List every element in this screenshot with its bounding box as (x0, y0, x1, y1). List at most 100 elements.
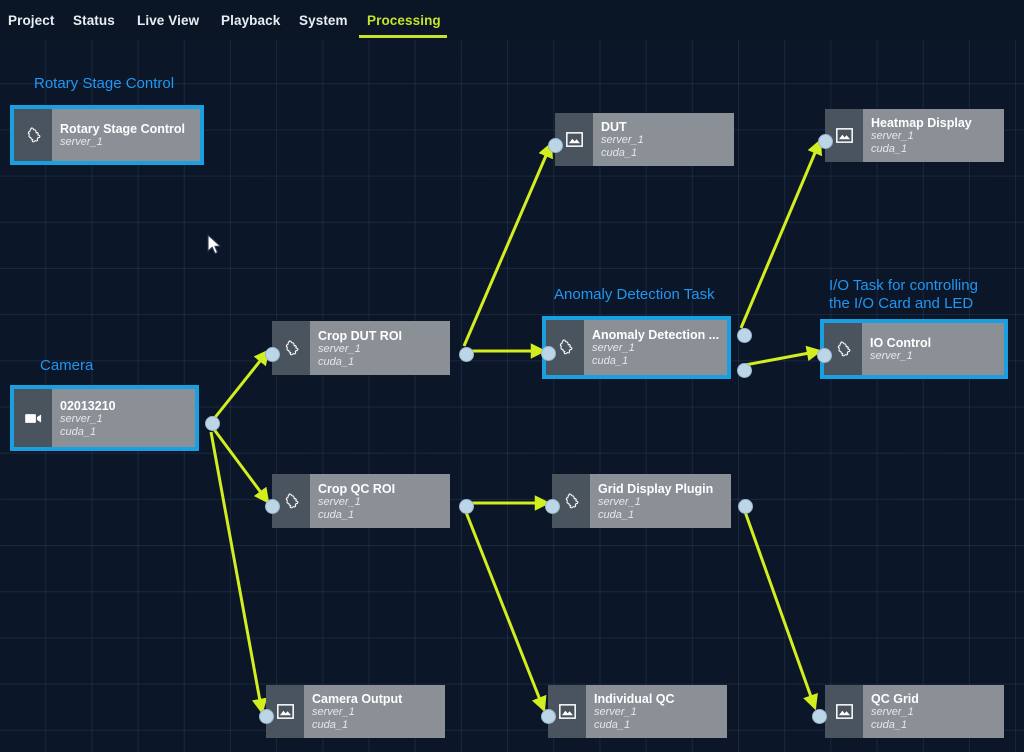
node-device-label: cuda_1 (318, 355, 355, 368)
node-title: 02013210 (60, 398, 116, 413)
node-server-label: server_1 (318, 495, 361, 508)
puzzle-icon (272, 321, 310, 375)
port-camera-output-in[interactable] (259, 709, 274, 724)
node-device-label: cuda_1 (60, 425, 97, 438)
node-title: QC Grid (871, 692, 919, 706)
edge-anomaly-to-io-control[interactable] (744, 345, 823, 367)
node-title: Crop DUT ROI (318, 328, 403, 343)
nav-item-system[interactable]: System (299, 12, 348, 28)
node-device-label: cuda_1 (598, 508, 635, 521)
port-crop-dut-in[interactable] (265, 347, 280, 362)
edge-anomaly-to-heatmap[interactable] (739, 138, 823, 329)
node-device-label: cuda_1 (601, 147, 638, 159)
annotation-io: I/O Task for controlling the I/O Card an… (829, 277, 978, 312)
port-individual-qc-in[interactable] (541, 709, 556, 724)
node-server-label: server_1 (871, 130, 914, 142)
port-anomaly-out-bot[interactable] (737, 363, 752, 378)
node-device-label: cuda_1 (871, 143, 908, 155)
edge-grid-display-to-qc-grid[interactable] (741, 505, 818, 711)
puzzle-icon (14, 109, 52, 161)
node-title: DUT (601, 120, 627, 134)
port-camera-out[interactable] (205, 416, 220, 431)
edge-camera-to-crop-dut[interactable] (211, 349, 270, 421)
port-anomaly-out-top[interactable] (737, 328, 752, 343)
port-qc-grid-in[interactable] (812, 709, 827, 724)
node-server-label: server_1 (592, 342, 635, 354)
nav-item-live-view[interactable]: Live View (137, 12, 200, 28)
node-server-label: server_1 (871, 706, 914, 718)
node-title: Anomaly Detection ... (592, 328, 719, 342)
port-anomaly-in[interactable] (541, 346, 556, 361)
node-title: Crop QC ROI (318, 481, 396, 496)
node-device-label: cuda_1 (871, 719, 908, 731)
node-title: Rotary Stage Control (60, 122, 186, 136)
annotation-anomaly: Anomaly Detection Task (554, 286, 715, 303)
port-crop-qc-in[interactable] (265, 499, 280, 514)
node-title: Individual QC (594, 692, 675, 706)
nav-item-status[interactable]: Status (73, 12, 115, 28)
node-server-label: server_1 (60, 136, 103, 148)
node-server-label: server_1 (60, 412, 103, 425)
edge-camera-to-crop-qc[interactable] (211, 427, 270, 504)
port-grid-display-out[interactable] (738, 499, 753, 514)
node-device-label: cuda_1 (318, 508, 355, 521)
node-server-label: server_1 (312, 706, 355, 718)
node-title: Heatmap Display (871, 116, 972, 130)
node-title: Grid Display Plugin (598, 481, 714, 496)
port-dut-in[interactable] (548, 138, 563, 153)
node-server-label: server_1 (870, 350, 913, 362)
node-server-label: server_1 (318, 342, 361, 355)
edge-crop-dut-to-dut[interactable] (462, 141, 553, 347)
port-grid-display-in[interactable] (545, 499, 560, 514)
node-server-label: server_1 (598, 495, 641, 508)
edge-crop-qc-to-individual-qc[interactable] (462, 506, 547, 713)
node-device-label: cuda_1 (592, 355, 629, 367)
active-tab-underline (359, 35, 447, 38)
node-server-label: server_1 (601, 134, 644, 146)
port-crop-qc-out[interactable] (459, 499, 474, 514)
nav-item-processing[interactable]: Processing (367, 12, 441, 28)
node-title: Camera Output (312, 692, 403, 706)
node-server-label: server_1 (594, 706, 637, 718)
edge-camera-to-camera-output[interactable] (209, 431, 268, 715)
nav-item-project[interactable]: Project (8, 12, 55, 28)
annotation-rotary-stage: Rotary Stage Control (34, 75, 175, 92)
port-heatmap-in[interactable] (818, 134, 833, 149)
image-icon (825, 109, 863, 162)
node-device-label: cuda_1 (312, 719, 349, 731)
node-device-label: cuda_1 (594, 719, 631, 731)
image-icon (555, 113, 593, 166)
puzzle-icon (824, 323, 862, 375)
edge-layer (209, 138, 823, 715)
image-icon (825, 685, 863, 738)
port-io-control-in[interactable] (817, 348, 832, 363)
node-title: IO Control (870, 336, 932, 350)
port-crop-dut-out[interactable] (459, 347, 474, 362)
nav-item-playback[interactable]: Playback (221, 12, 281, 28)
